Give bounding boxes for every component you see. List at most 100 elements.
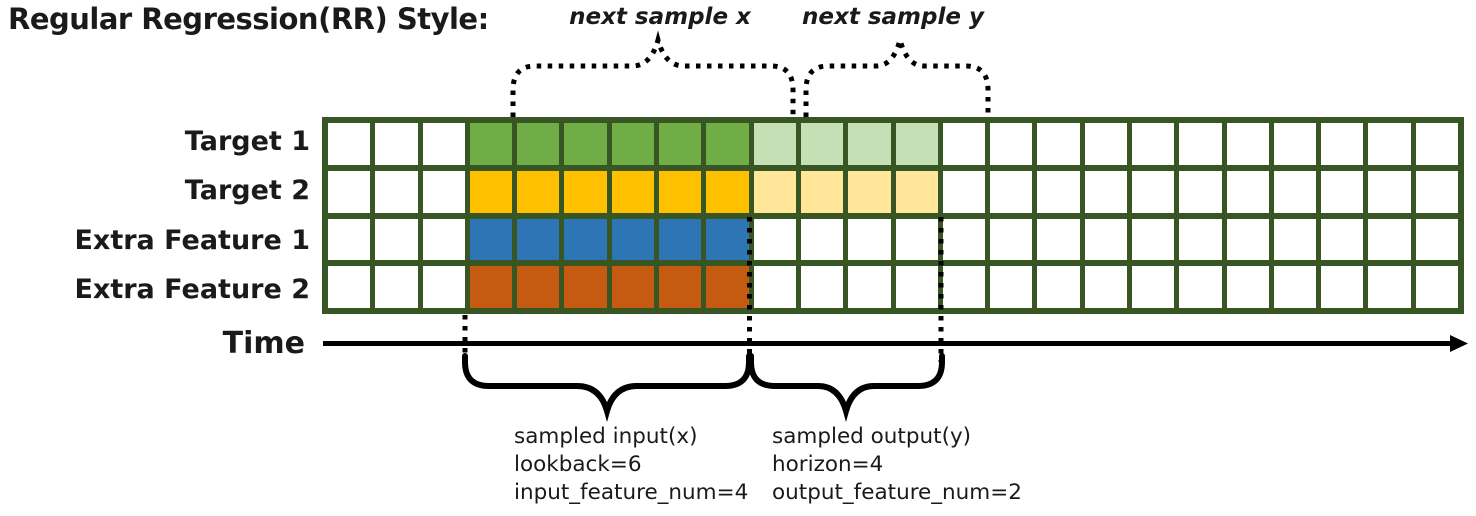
- grid-cell: [328, 266, 371, 308]
- grid-cell: [800, 218, 844, 261]
- grid-cell: [469, 123, 513, 165]
- row-label-extra-feature-2: Extra Feature 2: [74, 273, 310, 305]
- grid-cell: [611, 266, 655, 308]
- grid-cell: [895, 170, 938, 213]
- row-label-target-2: Target 2: [184, 175, 310, 207]
- next-sample-y-brace: [803, 30, 991, 117]
- grid-cell: [1321, 266, 1364, 308]
- grid-cell: [328, 170, 371, 213]
- grid-cell: [422, 123, 465, 165]
- sample-grid: [322, 117, 1464, 314]
- grid-cell: [469, 266, 513, 308]
- grid-cell: [753, 123, 796, 165]
- grid-cell: [895, 123, 938, 165]
- grid-cell: [517, 123, 560, 165]
- grid-cell: [422, 266, 465, 308]
- grid-cell: [800, 170, 844, 213]
- grid-cell: [564, 123, 607, 165]
- grid-cell: [753, 170, 796, 213]
- next-sample-x-brace: [510, 30, 796, 117]
- grid-cell: [469, 170, 513, 213]
- grid-cell: [1037, 170, 1080, 213]
- grid-cell: [1226, 170, 1269, 213]
- time-axis-arrowhead: [1450, 335, 1468, 352]
- grid-cell: [1179, 218, 1222, 261]
- grid-cell: [895, 218, 938, 261]
- grid-cell: [375, 266, 418, 308]
- grid-cell: [990, 218, 1033, 261]
- grid-cell: [1037, 218, 1080, 261]
- grid-cell: [611, 170, 655, 213]
- grid-cell: [422, 170, 465, 213]
- grid-cell: [1368, 123, 1411, 165]
- grid-cell: [564, 266, 607, 308]
- time-axis-label: Time: [222, 326, 305, 361]
- grid-cell: [942, 266, 986, 308]
- grid-cell: [659, 123, 702, 165]
- grid-cell: [659, 266, 702, 308]
- grid-cell: [1368, 170, 1411, 213]
- grid-cell: [328, 218, 371, 261]
- grid-cell: [942, 123, 986, 165]
- grid-cell: [706, 218, 749, 261]
- grid-cell: [375, 218, 418, 261]
- lookback-value: lookback=6: [514, 452, 642, 477]
- grid-cell: [895, 266, 938, 308]
- row-label-target-1: Target 1: [184, 126, 310, 158]
- grid-cell: [517, 266, 560, 308]
- grid-cell: [1037, 266, 1080, 308]
- grid-cell: [1179, 266, 1222, 308]
- next-sample-y-label: next sample y: [802, 4, 984, 30]
- grid-cell: [1368, 266, 1411, 308]
- grid-cell: [990, 170, 1033, 213]
- grid-cell: [1226, 218, 1269, 261]
- grid-cell: [800, 266, 844, 308]
- grid-cell: [848, 170, 891, 213]
- sampled-input-title: sampled input(x): [514, 424, 698, 449]
- grid-cell: [1273, 123, 1317, 165]
- grid-cell: [1084, 170, 1127, 213]
- grid-cell: [517, 170, 560, 213]
- grid-cell: [942, 170, 986, 213]
- grid-cell: [990, 123, 1033, 165]
- grid-cell: [1179, 170, 1222, 213]
- grid-cell: [800, 123, 844, 165]
- grid-cell: [990, 266, 1033, 308]
- grid-cell: [1321, 218, 1364, 261]
- grid-cell: [659, 218, 702, 261]
- grid-cell: [1131, 266, 1175, 308]
- grid-cell: [706, 170, 749, 213]
- grid-cell: [564, 170, 607, 213]
- grid-cell: [1037, 123, 1080, 165]
- sampled-output-title: sampled output(y): [772, 424, 972, 449]
- page-title: Regular Regression(RR) Style:: [8, 2, 489, 36]
- grid-cell: [1226, 266, 1269, 308]
- grid-cell: [706, 266, 749, 308]
- grid-cell: [564, 218, 607, 261]
- grid-cell: [1368, 218, 1411, 261]
- grid-cell: [1131, 123, 1175, 165]
- grid-cell: [1179, 123, 1222, 165]
- grid-cell: [1415, 123, 1458, 165]
- grid-cell: [1273, 170, 1317, 213]
- grid-cell: [1084, 266, 1127, 308]
- grid-cell: [1226, 123, 1269, 165]
- grid-cell: [1415, 218, 1458, 261]
- grid-cell: [753, 218, 796, 261]
- grid-cell: [375, 123, 418, 165]
- grid-cell: [1273, 266, 1317, 308]
- grid-cell: [517, 218, 560, 261]
- grid-cell: [1415, 170, 1458, 213]
- grid-cell: [1273, 218, 1317, 261]
- grid-cell: [611, 123, 655, 165]
- sampled-output-brace: [748, 353, 945, 423]
- grid-cell: [706, 123, 749, 165]
- grid-cell: [848, 266, 891, 308]
- horizon-value: horizon=4: [772, 452, 884, 477]
- grid-cell: [753, 266, 796, 308]
- grid-cell: [1084, 218, 1127, 261]
- next-sample-x-label: next sample x: [569, 4, 751, 30]
- grid-cell: [1321, 170, 1364, 213]
- row-label-extra-feature-1: Extra Feature 1: [74, 224, 310, 256]
